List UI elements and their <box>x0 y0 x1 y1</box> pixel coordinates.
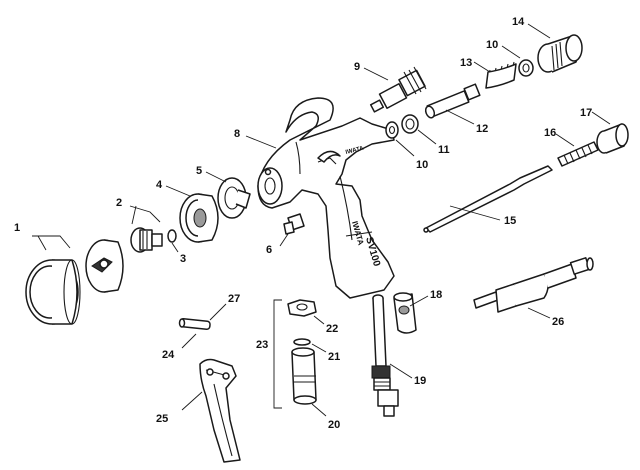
part-6-set-screw <box>283 213 305 235</box>
part-25-trigger <box>199 358 241 463</box>
part-27-leader <box>209 303 227 321</box>
part-10-ring-upper <box>518 59 534 77</box>
part-14-leader <box>527 23 551 39</box>
part-10-upper-leader <box>501 45 521 59</box>
part-10-lower-leader <box>395 139 415 157</box>
part-18-air-valve-cap <box>393 292 417 334</box>
part-23-callout: 23 <box>256 339 268 351</box>
part-17-leader <box>591 111 611 125</box>
part-13-leader <box>473 61 491 73</box>
part-21-leader <box>311 343 327 353</box>
part-20-air-fitting <box>291 347 317 405</box>
part-12-callout: 12 <box>476 123 488 135</box>
part-27-callout: 27 <box>228 293 240 305</box>
part-3-callout: 3 <box>180 253 186 265</box>
part-4-callout: 4 <box>156 179 163 191</box>
part-5-callout: 5 <box>196 165 202 177</box>
part-1-leader <box>32 235 71 251</box>
part-14-callout: 14 <box>512 16 525 28</box>
part-22-leader <box>313 315 325 325</box>
part-4-baffle <box>179 193 219 243</box>
part-9-callout: 9 <box>354 61 360 73</box>
part-16-callout: 16 <box>544 127 556 139</box>
part-10-lower-callout: 10 <box>416 159 428 171</box>
part-3-o-ring <box>167 229 177 243</box>
part-2-callout: 2 <box>116 197 122 209</box>
part-26-callout: 26 <box>552 316 564 328</box>
part-15-fluid-needle <box>423 165 553 233</box>
part-6-leader <box>279 233 289 247</box>
part-1-callout: 1 <box>14 222 20 234</box>
part-18-leader <box>409 295 429 307</box>
part-15-callout: 15 <box>504 215 516 227</box>
part-23-bracket <box>273 299 282 409</box>
part-22-callout: 22 <box>326 323 338 335</box>
part-24-trigger-stud <box>178 318 211 330</box>
part-21-o-ring <box>293 338 311 346</box>
part-16-needle-spring <box>557 141 599 167</box>
part-13-callout: 13 <box>460 57 472 69</box>
part-19-air-valve <box>371 294 399 417</box>
part-17-needle-cap <box>596 123 629 154</box>
part-22-nut <box>287 299 317 317</box>
part-11-ring <box>401 114 419 134</box>
part-2-nozzle-tip <box>130 227 163 253</box>
part-8-gun-body <box>257 97 395 299</box>
part-6-callout: 6 <box>266 244 272 256</box>
part-2-fluid-nozzle <box>85 239 124 293</box>
part-12-leader <box>445 109 475 125</box>
part-24-callout: 24 <box>162 349 175 361</box>
part-11-callout: 11 <box>438 144 450 156</box>
part-12-valve-stem <box>424 83 481 119</box>
part-2-leader <box>129 205 161 225</box>
part-9-leader <box>363 67 389 81</box>
part-15-leader <box>449 205 501 221</box>
part-16-leader <box>555 133 575 147</box>
part-1-air-cap-ring <box>25 259 81 325</box>
part-24-leader <box>181 333 197 349</box>
part-26-leader <box>527 307 551 319</box>
part-10-ring-lower <box>385 121 399 139</box>
part-5-leader <box>205 171 227 183</box>
body-logo-text: IWATA <box>345 145 365 155</box>
part-19-callout: 19 <box>414 375 426 387</box>
part-26-air-spindle <box>473 257 594 313</box>
part-13-spring <box>485 61 517 89</box>
part-10-upper-callout: 10 <box>486 39 498 51</box>
part-8-callout: 8 <box>234 128 240 140</box>
part-20-leader <box>311 403 327 417</box>
part-9-needle-valve <box>369 66 427 113</box>
part-4-leader <box>165 185 191 197</box>
part-20-callout: 20 <box>328 419 340 431</box>
part-25-leader <box>181 391 203 411</box>
part-3-leader <box>171 242 179 253</box>
part-19-leader <box>389 363 413 379</box>
part-11-leader <box>417 129 437 145</box>
part-25-callout: 25 <box>156 413 168 425</box>
part-18-callout: 18 <box>430 289 442 301</box>
part-8-leader <box>245 135 277 149</box>
part-14-adjust-knob <box>537 34 583 73</box>
part-5-gasket <box>217 177 251 219</box>
part-17-callout: 17 <box>580 107 592 119</box>
part-21-callout: 21 <box>328 351 340 363</box>
